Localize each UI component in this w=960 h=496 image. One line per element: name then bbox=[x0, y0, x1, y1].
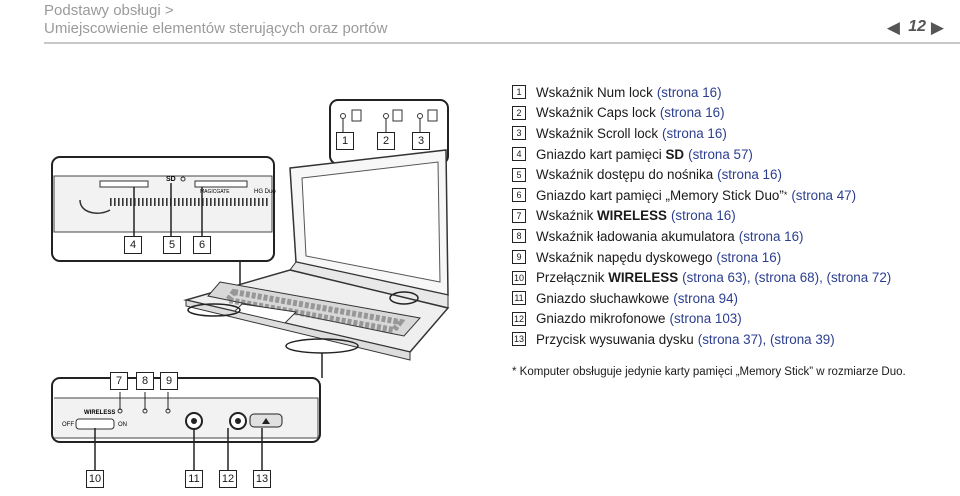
legend-text: Wskaźnik napędu dyskowego bbox=[536, 249, 713, 265]
page-number: 12 bbox=[908, 18, 926, 35]
legend-text: Gniazdo kart pamięci bbox=[536, 146, 666, 162]
legend-text-bold: WIRELESS bbox=[597, 208, 667, 224]
legend-item: 1 Wskaźnik Num lock(strona 16) bbox=[512, 82, 952, 103]
callout-box-9: 9 bbox=[160, 372, 178, 390]
on-label: ON bbox=[118, 422, 127, 428]
legend-text: Gniazdo mikrofonowe bbox=[536, 311, 666, 327]
callout-box-5: 5 bbox=[163, 236, 181, 254]
legend-text: Wskaźnik dostępu do nośnika bbox=[536, 167, 714, 183]
page-reference-link[interactable]: (strona 16) bbox=[738, 228, 804, 244]
legend-text: Przycisk wysuwania dysku bbox=[536, 331, 694, 347]
legend-item: 8 Wskaźnik ładowania akumulatora(strona 1… bbox=[512, 226, 952, 247]
legend-number: 3 bbox=[512, 126, 526, 141]
legend-text: Przełącznik bbox=[536, 270, 609, 286]
callout-box-13: 13 bbox=[253, 470, 271, 488]
breadcrumb[interactable]: Podstawy obsługi > bbox=[44, 2, 174, 19]
page-reference-link[interactable]: (strona 37), (strona 39) bbox=[697, 331, 835, 347]
legend-text: Wskaźnik Num lock bbox=[536, 84, 653, 100]
legend-number: 11 bbox=[512, 291, 526, 306]
callout-box-4: 4 bbox=[124, 236, 142, 254]
sd-slot-label: SD bbox=[166, 176, 176, 183]
prev-page-arrow-icon[interactable]: ◀ bbox=[886, 18, 900, 37]
callout-box-7: 7 bbox=[110, 372, 128, 390]
legend-number: 5 bbox=[512, 167, 526, 182]
legend-item: 6 Gniazdo kart pamięci „Memory Stick Duo”… bbox=[512, 185, 952, 206]
footnote: * Komputer obsługuje jedynie karty pamię… bbox=[512, 366, 906, 378]
legend-item: 7 Wskaźnik WIRELESS(strona 16) bbox=[512, 206, 952, 227]
front-panel-detail: WIRELESS OFF ON bbox=[51, 377, 321, 471]
callout-box-6: 6 bbox=[193, 236, 211, 254]
page-reference-link[interactable]: (strona 16) bbox=[662, 125, 727, 141]
legend-number: 6 bbox=[512, 188, 526, 203]
page-title: Umiejscowienie elementów sterujących ora… bbox=[44, 20, 388, 37]
legend-number: 9 bbox=[512, 250, 526, 265]
legend-number: 4 bbox=[512, 147, 526, 162]
page-reference-link[interactable]: (strona 57) bbox=[688, 146, 753, 162]
page-reference-link[interactable]: (strona 63), (strona 68), (strona 72) bbox=[682, 270, 892, 286]
next-page-arrow-icon[interactable]: ▶ bbox=[930, 18, 944, 37]
media-access-led bbox=[180, 176, 186, 182]
legend-item: 3 Wskaźnik Scroll lock(strona 16) bbox=[512, 123, 952, 144]
callout-box-2: 2 bbox=[377, 132, 395, 150]
legend-item: 4 Gniazdo kart pamięci SD(strona 57) bbox=[512, 144, 952, 165]
page-reference-link[interactable]: (strona 16) bbox=[716, 249, 782, 265]
legend-number: 7 bbox=[512, 208, 526, 223]
wireless-switch-label: WIRELESS bbox=[84, 410, 115, 416]
page-reference-link[interactable]: (strona 94) bbox=[673, 290, 738, 306]
legend-text-bold: WIRELESS bbox=[608, 270, 679, 286]
legend-number: 2 bbox=[512, 105, 526, 120]
legend-item: 10 Przełącznik WIRELESS(strona 63), (stro… bbox=[512, 267, 952, 288]
legend-item: 11 Gniazdo słuchawkowe(strona 94) bbox=[512, 288, 952, 309]
page-reference-link[interactable]: (strona 16) bbox=[717, 167, 782, 183]
legend-item: 13 Przycisk wysuwania dysku(strona 37), (… bbox=[512, 329, 952, 350]
legend-number: 10 bbox=[512, 270, 526, 285]
callout-box-11: 11 bbox=[185, 470, 203, 488]
page-reference-link[interactable]: (strona 16) bbox=[670, 208, 736, 224]
callout-box-10: 10 bbox=[86, 470, 104, 488]
callout-box-12: 12 bbox=[219, 470, 237, 488]
hg-duo-label: HG Duo bbox=[254, 189, 276, 195]
legend-item: 9 Wskaźnik napędu dyskowego(strona 16) bbox=[512, 247, 952, 268]
off-label: OFF bbox=[62, 422, 74, 428]
legend-text: Wskaźnik Scroll lock bbox=[536, 125, 659, 141]
legend-number: 12 bbox=[512, 311, 526, 326]
legend-text-bold: SD bbox=[665, 146, 685, 162]
legend-text: Wskaźnik bbox=[536, 208, 598, 224]
side-panel-detail: SD MAGICGATE HG Duo bbox=[51, 156, 276, 262]
legend-item: 12 Gniazdo mikrofonowe(strona 103) bbox=[512, 309, 952, 330]
legend-item: 2 Wskaźnik Caps lock(strona 16) bbox=[512, 103, 952, 124]
page-reference-link[interactable]: (strona 16) bbox=[659, 105, 725, 121]
footnote-marker: * bbox=[783, 190, 788, 201]
legend-text: Wskaźnik Caps lock bbox=[536, 105, 656, 121]
page-reference-link[interactable]: (strona 47) bbox=[791, 187, 857, 203]
callout-box-3: 3 bbox=[412, 132, 430, 150]
legend-number: 13 bbox=[512, 332, 526, 347]
callout-box-1: 1 bbox=[336, 132, 354, 150]
legend-number: 8 bbox=[512, 229, 526, 244]
page-reference-link[interactable]: (strona 103) bbox=[669, 311, 742, 327]
legend-item: 5 Wskaźnik dostępu do nośnika(strona 16) bbox=[512, 164, 952, 185]
legend-number: 1 bbox=[512, 85, 526, 100]
callout-box-8: 8 bbox=[136, 372, 154, 390]
legend-text: Wskaźnik ładowania akumulatora bbox=[536, 228, 735, 244]
laptop-drawing bbox=[183, 149, 450, 361]
page-reference-link[interactable]: (strona 16) bbox=[656, 84, 722, 100]
header-divider bbox=[44, 42, 960, 44]
legend-text: Gniazdo kart pamięci „Memory Stick Duo” bbox=[536, 187, 784, 203]
magicgate-label: MAGICGATE bbox=[200, 189, 230, 195]
legend-text: Gniazdo słuchawkowe bbox=[536, 290, 670, 306]
